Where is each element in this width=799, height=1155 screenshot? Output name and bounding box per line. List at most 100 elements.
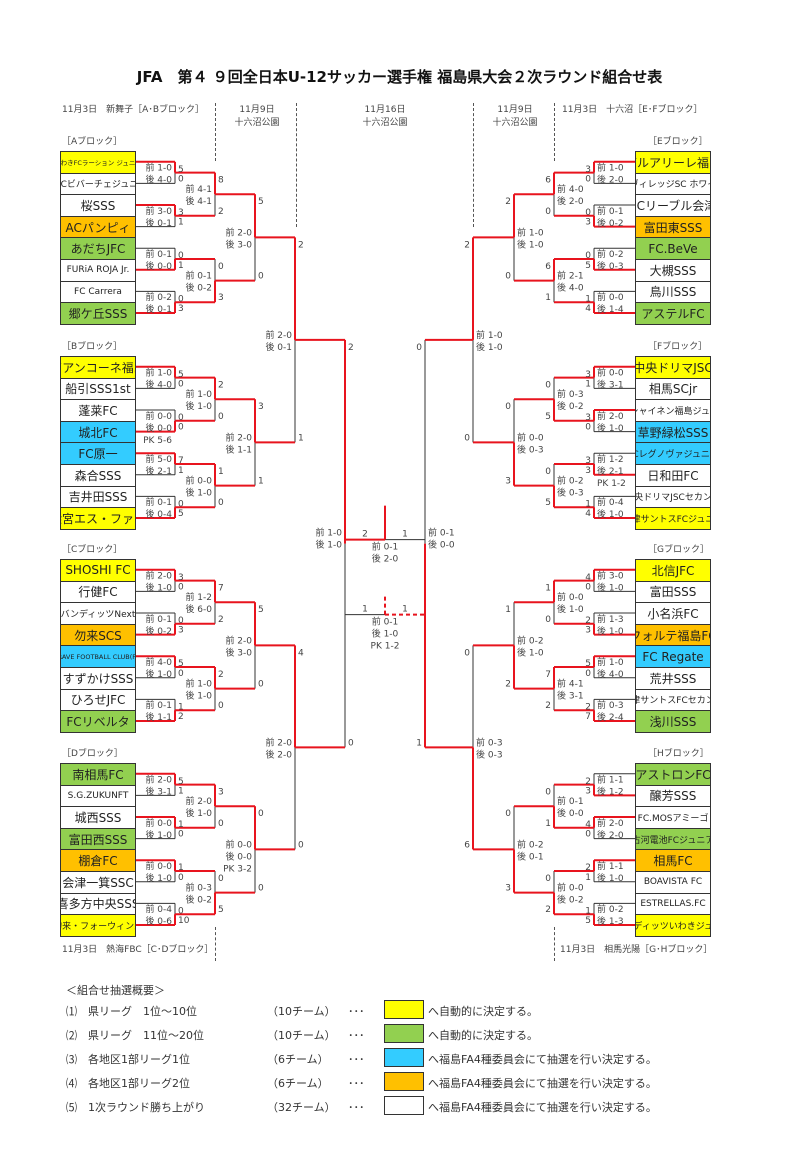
match-score: 3 <box>218 788 224 798</box>
second-half-score: 後 2-0 <box>597 174 624 186</box>
left-venue-header: 11月3日 新舞子［A･Bブロック］ <box>62 105 205 115</box>
match-score: 5 <box>585 261 591 271</box>
legend-label: 県リーグ 1位～10位 <box>88 1005 197 1018</box>
first-half-score: 前 0-1 <box>557 795 584 807</box>
match-score: 3 <box>585 218 591 228</box>
first-half-score: 前 1-2 <box>185 591 212 603</box>
block-header: ［Cブロック］ <box>62 545 123 555</box>
match-score: 0 <box>178 873 184 883</box>
match-score: 0 <box>178 174 184 184</box>
legend-text: へ自動的に決定する。 <box>428 1029 538 1042</box>
legend-text: へ福島FA4種委員会にて抽選を行い決定する。 <box>428 1101 657 1114</box>
match-score: 3 <box>178 626 184 636</box>
team-box: ESTRELLAS.FC <box>635 892 711 916</box>
first-half-score: 前 0-3 <box>476 736 503 748</box>
legend-dots: ･･･ <box>348 1005 365 1018</box>
match-score: 0 <box>178 830 184 840</box>
match-score: 3 <box>585 626 591 636</box>
third-place-second-half: 後 1-0 <box>372 628 399 640</box>
team-box: S.G.ZUKUNFT <box>60 784 136 808</box>
legend-text: へ自動的に決定する。 <box>428 1005 538 1018</box>
block-header: ［Hブロック］ <box>648 749 709 759</box>
team-box: 会津サントスFCセカンド <box>635 688 711 712</box>
legend-item: ⑵県リーグ 11位～20位（10チーム）･･･へ自動的に決定する。 <box>66 1024 706 1044</box>
first-half-score: 前 1-0 <box>597 656 624 668</box>
first-half-score: 前 0-4 <box>597 496 624 508</box>
second-half-score: 後 0-3 <box>517 443 544 455</box>
first-half-score: 前 0-0 <box>145 817 172 829</box>
second-half-score: 後 0-2 <box>185 894 212 906</box>
match-score: 3 <box>218 293 224 303</box>
match-score: 3 <box>505 884 511 894</box>
right-r2-date: 11月9日 <box>497 105 533 115</box>
second-half-score: 後 1-0 <box>557 603 584 615</box>
team-box: 森合SSS <box>60 464 136 487</box>
match-score: 7 <box>218 584 224 594</box>
second-half-score: 後 0-2 <box>557 894 584 906</box>
match-score: 4 <box>585 820 591 830</box>
team-box: FC Regate <box>635 645 711 668</box>
first-half-score: 前 0-1 <box>145 699 172 711</box>
block-header: ［Fブロック］ <box>648 342 708 352</box>
legend-text: へ福島FA4種委員会にて抽選を行い決定する。 <box>428 1053 657 1066</box>
match-score: 0 <box>218 262 224 272</box>
match-score: 3 <box>585 413 591 423</box>
match-score: 0 <box>545 381 551 391</box>
match-score: 7 <box>545 670 551 680</box>
first-half-score: 前 4-1 <box>557 678 584 690</box>
second-half-score: 後 0-1 <box>517 850 544 862</box>
team-box: FCレグノヴァジュニア <box>635 442 711 465</box>
legend-item: ⑸1次ラウンド勝ち上がり（32チーム）･･･へ福島FA4種委員会にて抽選を行い決… <box>66 1096 706 1116</box>
team-box: すずかけSSS <box>60 667 136 690</box>
second-half-score: 後 3-1 <box>145 786 172 798</box>
legend-count: （6チーム） <box>267 1077 329 1090</box>
first-half-score: 前 1-0 <box>315 527 342 539</box>
match-score: 3 <box>585 786 591 796</box>
match-score: 0 <box>585 251 591 261</box>
left-r2-date: 11月9日 <box>239 105 275 115</box>
left-r2-venue: 十六沼公園 <box>234 118 280 128</box>
team-box: FC.MOSアミーゴ <box>635 806 711 829</box>
second-half-score: 後 0-0 <box>428 539 455 551</box>
match-score: 2 <box>298 240 304 250</box>
second-half-score: 後 4-0 <box>557 282 584 294</box>
first-half-score: 前 3-0 <box>145 205 172 217</box>
match-score: 2 <box>585 702 591 712</box>
match-score: 0 <box>258 272 264 282</box>
second-half-score: 後 4-0 <box>597 668 624 680</box>
match-score: 1 <box>258 477 264 487</box>
first-half-score: 前 2-0 <box>265 736 292 748</box>
first-half-score: 前 2-0 <box>597 410 624 422</box>
match-score: 1 <box>585 873 591 883</box>
match-score: 4 <box>585 304 591 314</box>
first-half-score: 前 0-1 <box>145 496 172 508</box>
legend-label: 1次ラウンド勝ち上がり <box>88 1101 205 1114</box>
second-half-score: 後 3-0 <box>225 238 252 250</box>
match-score: 0 <box>585 423 591 433</box>
match-score: 6 <box>545 176 551 186</box>
match-score: 0 <box>545 615 551 625</box>
match-score: 2 <box>218 615 224 625</box>
second-half-score: 後 1-0 <box>145 668 172 680</box>
second-half-score: 後 1-1 <box>145 711 172 723</box>
final-score: 1 <box>402 530 408 540</box>
legend-color-swatch <box>384 1024 424 1043</box>
first-half-score: 前 1-3 <box>597 613 624 625</box>
team-box: 相馬SCjr <box>635 377 711 401</box>
team-box: 船引SSS1st <box>60 377 136 401</box>
bottom-right-venue: 11月3日 相馬光陽［G･Hブロック］ <box>560 945 713 955</box>
first-half-score: 前 2-0 <box>145 774 172 786</box>
final-score: 2 <box>362 530 368 540</box>
legend-number: ⑵ <box>66 1029 77 1042</box>
legend-dots: ･･･ <box>348 1053 365 1066</box>
match-score: 1 <box>178 466 184 476</box>
final-second-half: 後 2-0 <box>372 553 399 565</box>
team-box: バンディッツNext <box>60 602 136 625</box>
legend-number: ⑴ <box>66 1005 77 1018</box>
match-score: 1 <box>178 863 184 873</box>
legend-dots: ･･･ <box>348 1077 365 1090</box>
team-box: 南相馬FC <box>60 763 136 786</box>
match-score: 5 <box>178 370 184 380</box>
block-header: ［Dブロック］ <box>62 749 123 759</box>
team-box: フォルテ福島FC <box>635 623 711 647</box>
